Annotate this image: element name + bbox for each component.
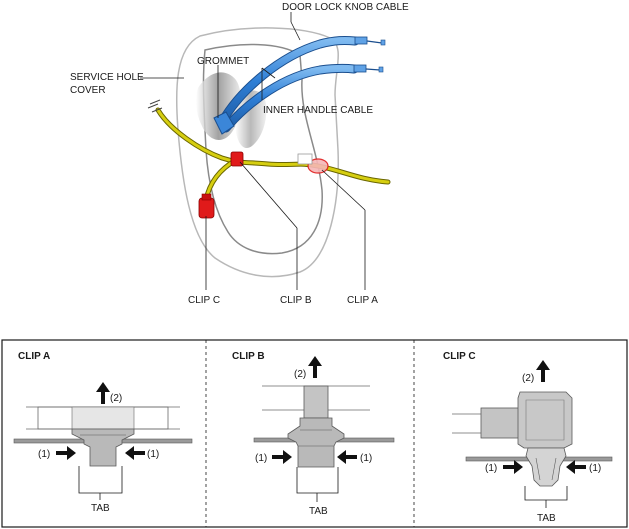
label-clip-a: CLIP A <box>347 295 378 306</box>
left-arrow <box>125 446 145 460</box>
label-clip-c: CLIP C <box>188 295 220 306</box>
right-arrow <box>272 450 292 464</box>
up-arrow <box>96 382 110 404</box>
step-1-label: (1) <box>485 463 497 474</box>
door-panel-illustration <box>140 12 391 290</box>
right-arrow <box>56 446 76 460</box>
panel-clip-c: CLIP C (2) (1) (1) TAB <box>443 351 613 524</box>
label-clip-b: CLIP B <box>280 295 312 306</box>
inner-handle-cable-end <box>353 64 384 73</box>
up-arrow <box>308 356 322 378</box>
step-1-label: (1) <box>38 449 50 460</box>
step-2-label: (2) <box>522 373 534 384</box>
label-inner-handle-cable: INNER HANDLE CABLE <box>263 105 373 116</box>
step-1-label: (1) <box>255 453 267 464</box>
panel-clip-b: CLIP B (2) (1) (1) TAB <box>232 351 395 517</box>
step-2-label: (2) <box>294 369 306 380</box>
panel-title: CLIP A <box>18 351 50 362</box>
step-1-label-right: (1) <box>360 453 372 464</box>
left-arrow <box>566 460 586 474</box>
label-grommet: GROMMET <box>197 56 249 67</box>
label-service-hole-cover-line2: COVER <box>70 85 106 96</box>
label-door-lock-knob-cable: DOOR LOCK KNOB CABLE <box>282 2 409 13</box>
panel-title: CLIP B <box>232 351 265 362</box>
right-arrow <box>503 460 523 474</box>
step-1-label-right: (1) <box>589 463 601 474</box>
grommet <box>213 111 235 135</box>
harness-connector-end <box>147 99 163 113</box>
label-service-hole-cover-line1: SERVICE HOLE <box>70 72 144 83</box>
left-arrow <box>337 450 357 464</box>
step-1-label-right: (1) <box>147 449 159 460</box>
up-arrow <box>536 360 550 382</box>
panel-title: CLIP C <box>443 351 476 362</box>
clip-c <box>198 193 215 219</box>
tab-label: TAB <box>537 513 556 524</box>
clip-a <box>297 153 329 174</box>
step-2-label: (2) <box>110 393 122 404</box>
tab-label: TAB <box>309 506 328 517</box>
tab-label: TAB <box>91 503 110 514</box>
door-lock-knob-cable-end <box>354 36 386 46</box>
panel-clip-a: CLIP A (2) (1) (1) TAB <box>13 351 193 514</box>
